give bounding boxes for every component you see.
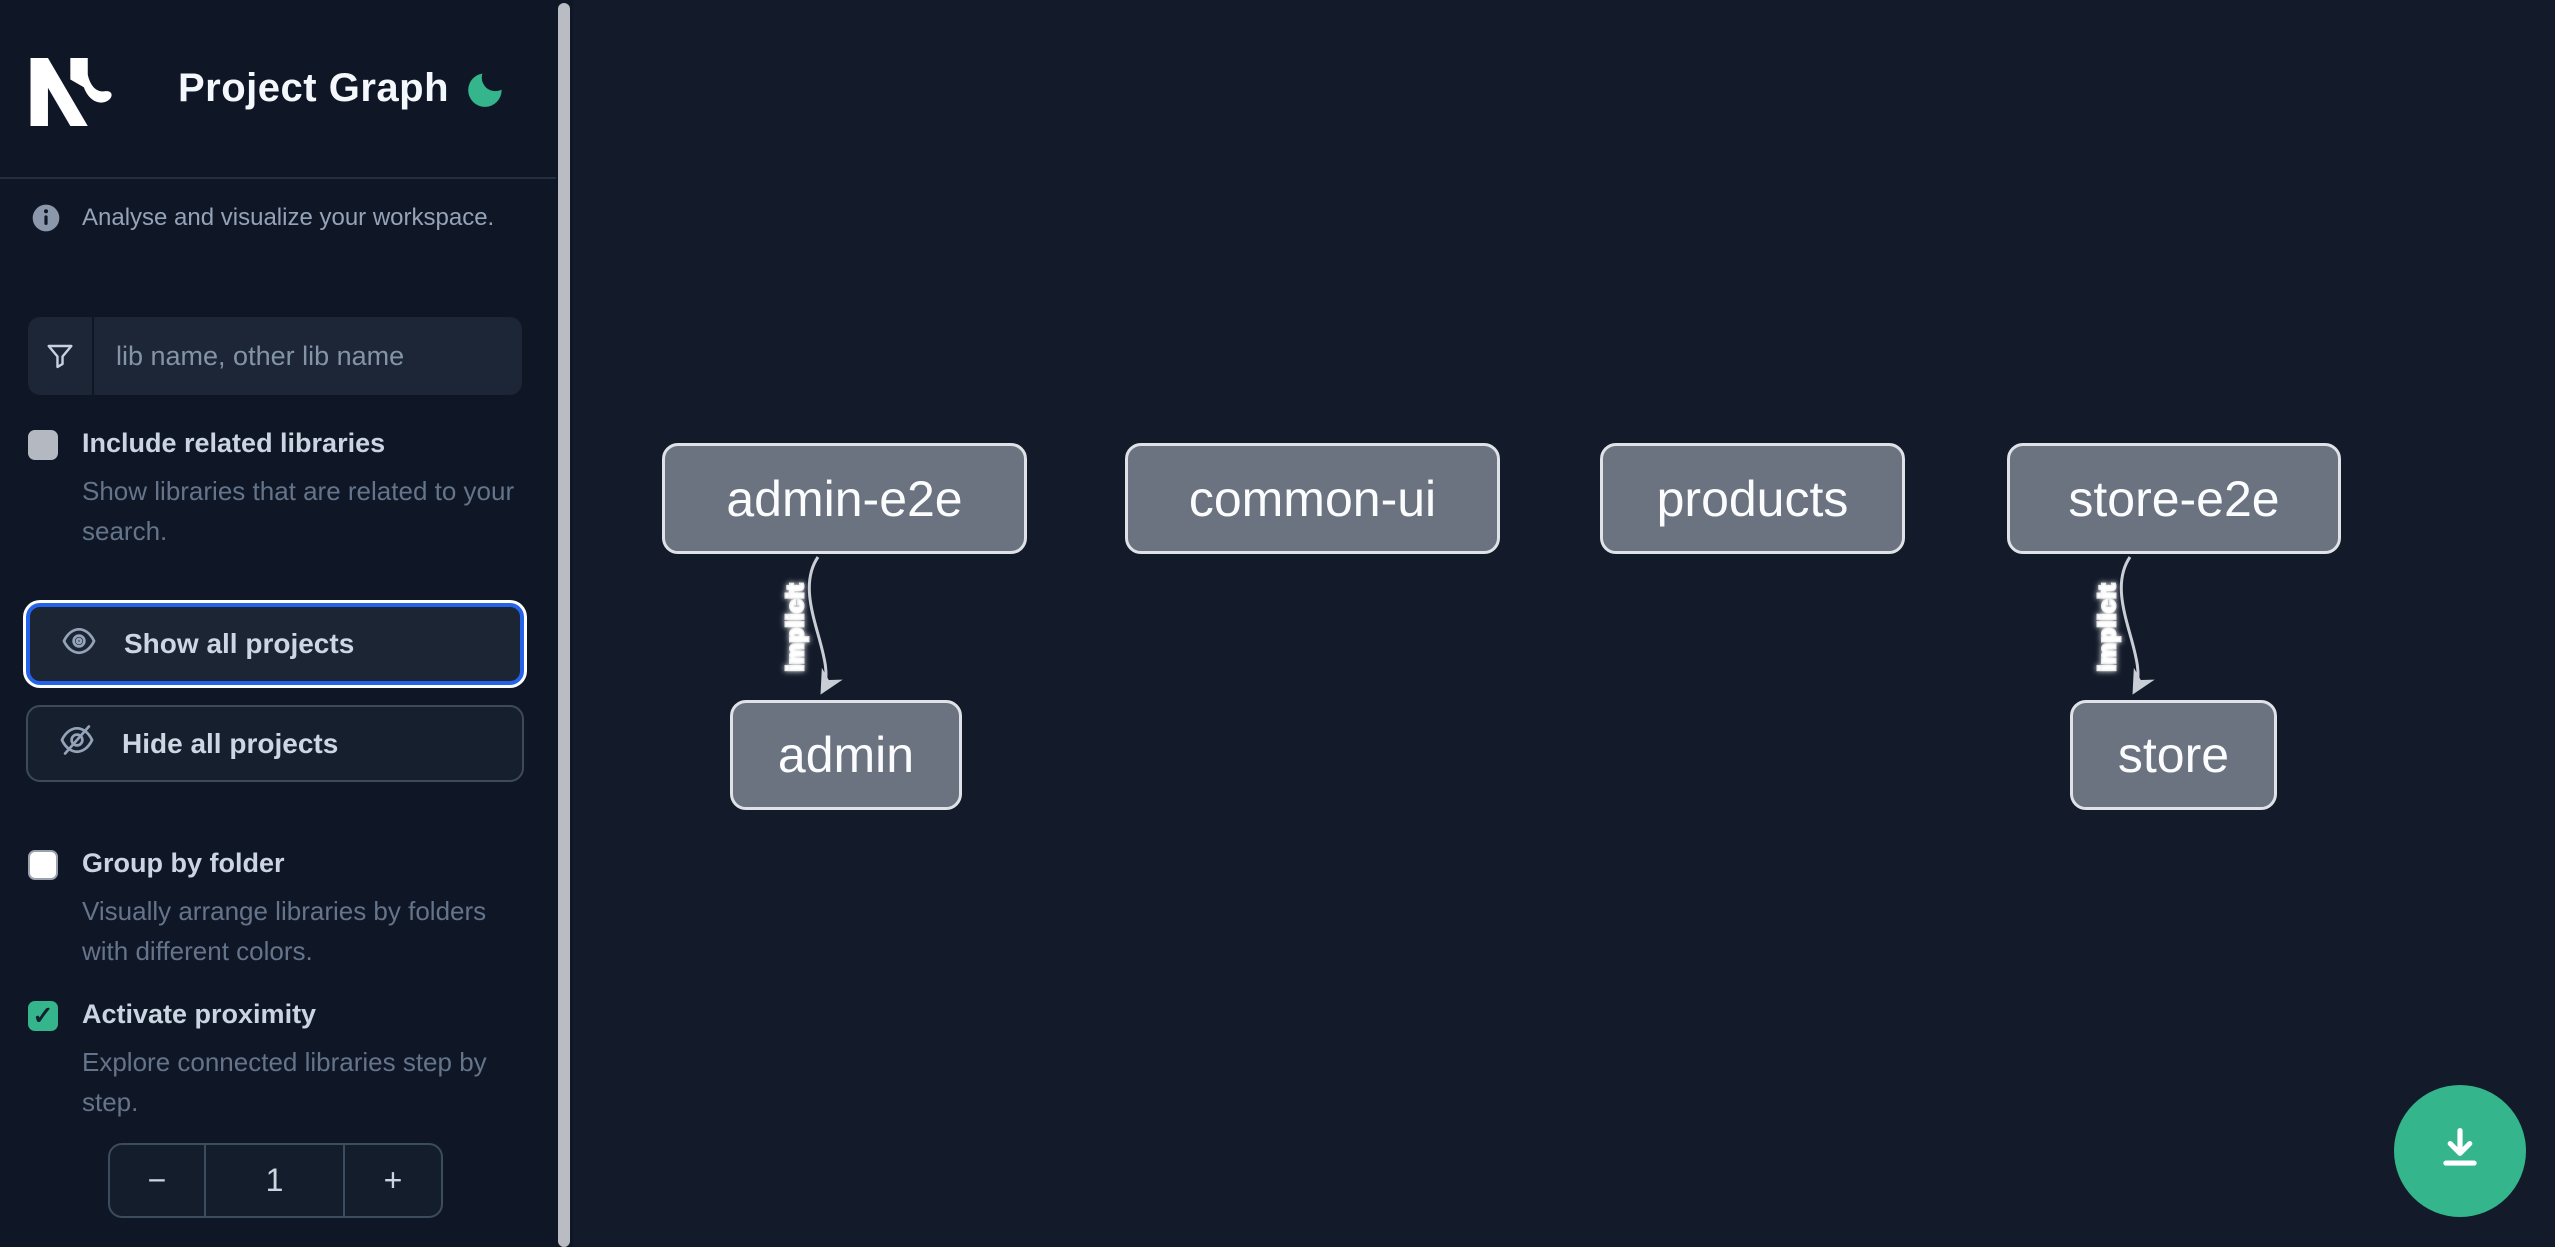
option-description: Show libraries that are related to your … bbox=[82, 476, 515, 546]
button-label: Hide all projects bbox=[122, 727, 339, 759]
show-all-projects-button[interactable]: Show all projects bbox=[26, 603, 524, 685]
tagline-row: Analyse and visualize your workspace. bbox=[30, 202, 530, 234]
tagline-text: Analyse and visualize your workspace. bbox=[82, 204, 495, 231]
increment-button[interactable]: + bbox=[343, 1145, 441, 1216]
include-related-checkbox[interactable] bbox=[28, 430, 58, 460]
button-label: Show all projects bbox=[124, 628, 355, 659]
theme-toggle-moon-icon[interactable] bbox=[464, 64, 510, 110]
download-image-button[interactable] bbox=[2394, 1085, 2526, 1217]
nx-logo bbox=[30, 58, 112, 126]
option-label: Group by folder bbox=[82, 848, 285, 878]
info-icon bbox=[32, 204, 60, 232]
graph-node-common-ui[interactable]: common-ui bbox=[1125, 443, 1500, 554]
graph-node-products[interactable]: products bbox=[1600, 443, 1905, 554]
option-group-by-folder: Group by folder Visually arrange librari… bbox=[28, 848, 528, 971]
group-by-folder-checkbox[interactable] bbox=[28, 850, 58, 880]
graph-node-admin-e2e[interactable]: admin-e2e bbox=[662, 443, 1027, 554]
eye-icon bbox=[60, 622, 98, 667]
hide-all-projects-button[interactable]: Hide all projects bbox=[26, 705, 524, 782]
graph-node-store[interactable]: store bbox=[2070, 700, 2277, 810]
stepper-value: 1 bbox=[265, 1162, 284, 1198]
search-box bbox=[28, 317, 522, 395]
filter-icon bbox=[28, 317, 94, 395]
header-divider bbox=[0, 177, 556, 179]
page-title: Project Graph bbox=[178, 66, 450, 110]
option-label: Activate proximity bbox=[82, 999, 317, 1029]
download-icon bbox=[2434, 1123, 2486, 1180]
proximity-depth-stepper: − 1 + bbox=[108, 1143, 443, 1218]
option-activate-proximity: ✓ Activate proximity Explore connected l… bbox=[28, 999, 528, 1122]
graph-node-store-e2e[interactable]: store-e2e bbox=[2007, 443, 2341, 554]
decrement-button[interactable]: − bbox=[110, 1145, 206, 1216]
option-description: Explore connected libraries step by step… bbox=[82, 1047, 487, 1117]
sidebar-scrollbar-track bbox=[556, 0, 573, 1247]
eye-slash-icon bbox=[58, 721, 96, 766]
graph-canvas[interactable] bbox=[573, 0, 2555, 1247]
graph-node-admin[interactable]: admin bbox=[730, 700, 962, 810]
activate-proximity-checkbox[interactable]: ✓ bbox=[28, 1001, 58, 1031]
sidebar-scrollbar-thumb[interactable] bbox=[558, 3, 570, 1247]
search-input[interactable] bbox=[94, 317, 522, 395]
option-label: Include related libraries bbox=[82, 428, 386, 458]
option-description: Visually arrange libraries by folders wi… bbox=[82, 896, 487, 966]
sidebar: Project Graph Analyse and visualize your… bbox=[0, 0, 556, 1247]
option-include-related: Include related libraries Show libraries… bbox=[28, 428, 528, 551]
